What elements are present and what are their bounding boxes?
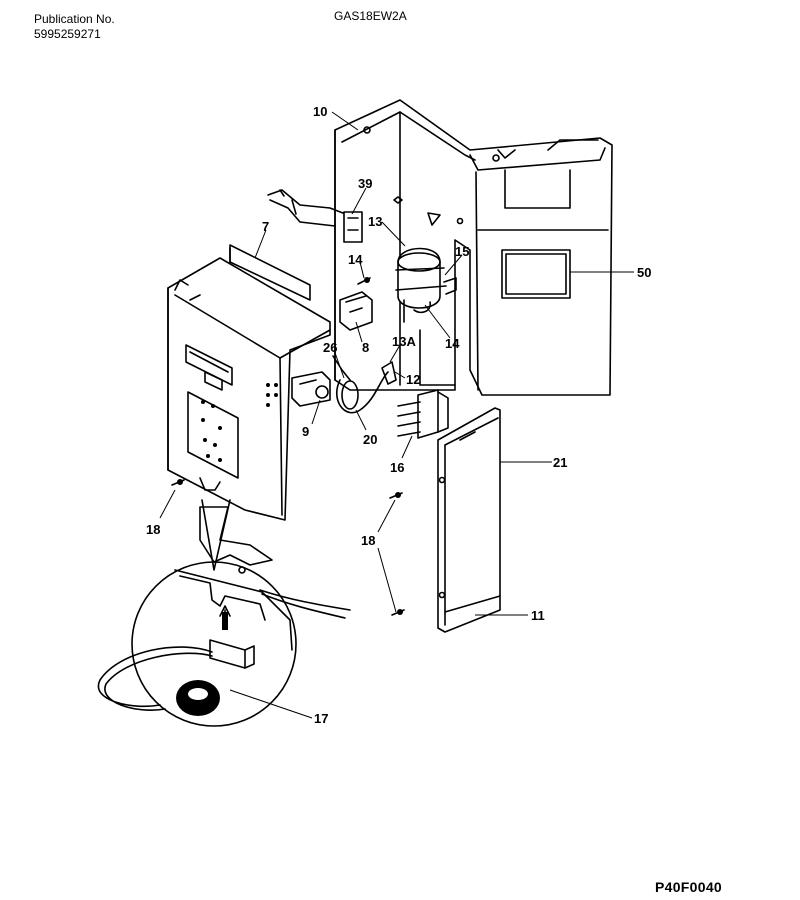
switch-9 xyxy=(291,371,331,407)
callout-13: 13 xyxy=(368,214,382,229)
screws xyxy=(171,277,405,616)
detail-pointer xyxy=(201,499,231,571)
callout-39: 39 xyxy=(358,176,372,191)
wire-bracket xyxy=(267,189,363,243)
callout-13a: 13A xyxy=(392,334,416,349)
callout-9: 9 xyxy=(302,424,309,439)
switch-8 xyxy=(339,291,373,331)
callout-18-left: 18 xyxy=(146,522,160,537)
callout-14-lower: 14 xyxy=(445,336,460,351)
detail-circle-power-cord xyxy=(97,506,351,727)
callout-17: 17 xyxy=(314,711,328,726)
callout-20: 20 xyxy=(363,432,377,447)
callout-7: 7 xyxy=(262,219,269,234)
model-number: GAS18EW2A xyxy=(334,9,407,23)
callout-21: 21 xyxy=(553,455,567,470)
capacitor xyxy=(395,247,457,323)
publication-number: 5995259271 xyxy=(34,27,101,41)
control-box xyxy=(167,244,331,521)
publication-label: Publication No. xyxy=(34,12,115,26)
control-panel-housing xyxy=(334,99,613,396)
callout-12: 12 xyxy=(406,372,420,387)
callout-14-upper: 14 xyxy=(348,252,363,267)
callout-8: 8 xyxy=(362,340,369,355)
callout-26: 26 xyxy=(323,340,337,355)
wire-harness xyxy=(332,355,397,414)
access-cover xyxy=(437,407,501,633)
terminal-block xyxy=(397,389,449,439)
callout-10: 10 xyxy=(313,104,327,119)
callout-18-right: 18 xyxy=(361,533,375,548)
leader-lines xyxy=(159,111,634,719)
callout-16: 16 xyxy=(390,460,404,475)
callout-50: 50 xyxy=(637,265,651,280)
callout-15: 15 xyxy=(455,244,469,259)
callout-11: 11 xyxy=(531,608,545,623)
figure-id: P40F0040 xyxy=(655,879,723,895)
